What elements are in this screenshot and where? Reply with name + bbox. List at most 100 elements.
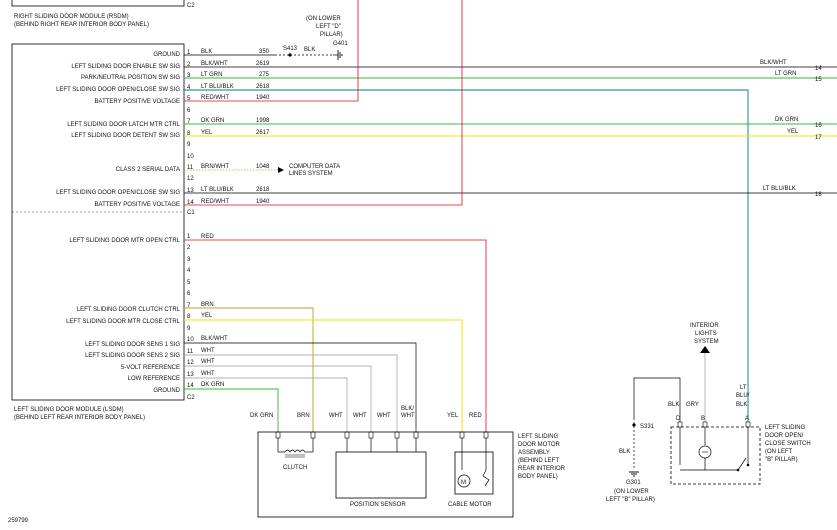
c1-pin-12-color: WHT: [201, 359, 215, 365]
wire-yel-motor: [184, 319, 463, 432]
switch-box: [670, 426, 761, 485]
switch-icon: [679, 427, 750, 472]
lsdm-box: [11, 43, 185, 401]
ma-wire-yel: YEL: [447, 413, 459, 419]
g401-wire-color: BLK: [304, 47, 315, 53]
wire-red-wht-1: [184, 0, 359, 102]
wire-red-wht-2: [184, 0, 463, 206]
c2-pin-8-circuit: 2617: [256, 130, 270, 136]
c2-pin-2-label: LEFT SLIDING DOOR ENABLE SW SIG: [71, 64, 180, 70]
lsdm-subtitle: (BEHIND LEFT REAR INTERIOR BODY PANEL): [14, 415, 145, 421]
c2-pin-13-circuit: 2618: [256, 187, 270, 193]
ground-symbol-icon: [333, 50, 343, 60]
c1-pin-1-label: LEFT SLIDING DOOR MTR OPEN CTRL: [69, 238, 180, 244]
wire-red-motor: [184, 239, 487, 432]
c2-pin-2-num: 2: [187, 62, 191, 68]
c1-pin-3-num: 3: [187, 257, 191, 263]
ground-blk-label: BLK: [619, 449, 630, 455]
c2-pin-14-color: RED/WHT: [201, 199, 229, 205]
ref-15-color: LT GRN: [775, 71, 796, 77]
c2-pin-11-color: BRN/WHT: [201, 164, 229, 170]
c2-pin-numbers: 1 2 3 4 5 6 7 8 9 10 11 12 13 14 C1: [187, 50, 195, 216]
c2-pin-labels: GROUND LEFT SLIDING DOOR ENABLE SW SIG P…: [56, 52, 181, 208]
c1-pin-13-label: LOW REFERENCE: [128, 376, 180, 382]
c1-pin-11-label: LEFT SLIDING DOOR SENS 2 SIG: [85, 353, 180, 359]
c1-pin-8-color: YEL: [201, 313, 213, 319]
c2-pin-1-num: 1: [187, 50, 191, 56]
c2-pin-5-label: BATTERY POSITIVE VOLTAGE: [95, 99, 180, 105]
g301-note-2: LEFT "B" PILLAR): [606, 497, 655, 503]
ref-16-num: 16: [815, 123, 822, 129]
computer-data-line-2: LINES SYSTEM: [289, 171, 333, 177]
g301-note-1: (ON LOWER: [614, 489, 649, 495]
c2-pin-1-circuit: 350: [259, 49, 270, 55]
c2-wires: S413 BLK COMPUTER DATA LINES SYSTEM: [184, 0, 837, 422]
figure-id: 259799: [8, 518, 29, 524]
switch-wire-lt: LT: [740, 385, 747, 391]
c2-pin-8-label: LEFT SLIDING DOOR DETENT SW SIG: [71, 133, 180, 139]
c1-pin-14-num: 14: [187, 383, 194, 389]
c1-pin-8-num: 8: [187, 314, 191, 320]
wire-lt-blu-blk-switch: [184, 89, 749, 422]
interior-lights-label: INTERIOR LIGHTS SYSTEM: [690, 323, 719, 345]
c1-pin-10-color: BLK/WHT: [201, 336, 228, 342]
ma-title-2: DOOR MOTOR: [518, 442, 561, 448]
c1-pin-10-label: LEFT SLIDING DOOR SENS 1 SIG: [85, 342, 180, 348]
switch-title: LEFT SLIDING DOOR OPEN/ CLOSE SWITCH (ON…: [765, 425, 811, 463]
ref-15-num: 15: [815, 77, 822, 83]
ma-wire-wht-3: WHT: [377, 413, 391, 419]
motor-assembly-title: LEFT SLIDING DOOR MOTOR ASSEMBLY (BEHIND…: [518, 434, 566, 480]
c1-pin-1-num: 1: [187, 234, 191, 240]
switch-title-1: LEFT SLIDING: [765, 425, 806, 431]
ma-wire-wht-1: WHT: [329, 413, 343, 419]
ref-14-num: 14: [815, 66, 822, 72]
position-sensor: [335, 438, 427, 499]
ref-18-color: LT BLU/BLK: [763, 186, 796, 192]
c2-pin-3-label: PARK/NEUTRAL POSITION SW SIG: [81, 75, 180, 81]
c2-pin-11-label: CLASS 2 SERIAL DATA: [116, 167, 180, 173]
c2-pin-10-num: 10: [187, 154, 194, 160]
c2-pin-3-circuit: 275: [259, 72, 270, 78]
wire-wht-2: [184, 365, 372, 432]
c1-pin-numbers: 1 2 3 4 5 6 7 8 9 10 11 12 13 14 C2: [187, 234, 195, 401]
c1-pin-7-num: 7: [187, 303, 191, 309]
cable-motor-label: CABLE MOTOR: [448, 502, 492, 508]
interior-lights-3: SYSTEM: [694, 339, 719, 345]
c2-pin-6-num: 6: [187, 108, 191, 114]
c2-pin-1-label: GROUND: [153, 52, 180, 58]
c2-pin-4-circuit: 2618: [256, 84, 270, 90]
c2-pin-12-num: 12: [187, 176, 194, 182]
c2-pin-9-num: 9: [187, 142, 191, 148]
ref-18-num: 18: [815, 192, 822, 198]
switch-pin-b: B: [701, 416, 705, 422]
position-sensor-label: POSITION SENSOR: [350, 502, 406, 508]
switch-title-5: "B" PILLAR): [765, 457, 798, 463]
switch-pins: D B A: [676, 416, 751, 428]
motor-assembly-wire-labels: DK GRN BRN WHT WHT WHT BLK/ WHT YEL RED: [250, 406, 482, 419]
ground-symbol-icon: [629, 471, 639, 477]
ma-wire-brn: BRN: [297, 413, 310, 419]
c1-pin-10-num: 10: [187, 337, 194, 343]
c2-pin-8-color: YEL: [201, 130, 213, 136]
arrow-icon: [278, 167, 284, 173]
g401-note-3: PILLAR): [320, 32, 343, 38]
clutch-label: CLUTCH: [283, 465, 307, 471]
ma-wire-wht-4: WHT: [401, 413, 415, 419]
ma-title-5: REAR INTERIOR: [518, 466, 566, 472]
c2-pin-7-circuit: 1998: [256, 118, 270, 124]
ma-wire-blk: BLK/: [401, 406, 414, 412]
c1-wire-labels: RED BRN YEL BLK/WHT WHT WHT WHT DK GRN: [201, 234, 228, 388]
wire-dk-grn-ground: [184, 388, 279, 432]
interior-lights-1: INTERIOR: [690, 323, 719, 329]
switch-wire-gry: GRY: [686, 402, 699, 408]
computer-data-line-1: COMPUTER DATA: [289, 164, 340, 170]
c2-pin-13-label: LEFT SLIDING DOOR OPEN/CLOSE SW SIG: [56, 190, 180, 196]
ma-wire-dk-grn: DK GRN: [250, 413, 273, 419]
c1-pin-13-num: 13: [187, 372, 194, 378]
c1-connector-label: C1: [187, 210, 195, 216]
wire-wht-1: [184, 354, 398, 432]
splice-s413-label: S413: [283, 46, 298, 52]
c1-pin-7-color: BRN: [201, 302, 214, 308]
switch-wire-blk: BLK: [668, 402, 679, 408]
